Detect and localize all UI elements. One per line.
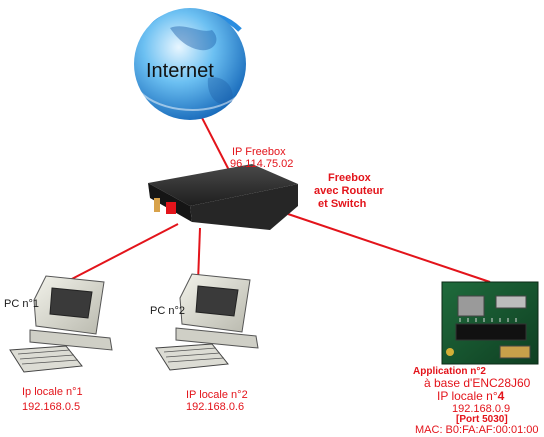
freebox-name-line2: avec Routeur xyxy=(314,185,384,197)
link-freebox-pc1 xyxy=(65,223,179,283)
freebox-router-icon xyxy=(148,164,298,230)
pc1-ip-value: 192.168.0.5 xyxy=(22,401,81,413)
internet-globe-icon xyxy=(134,8,246,120)
app2-ip-value: 192.168.0.9 xyxy=(452,403,511,415)
pc1-computer-icon xyxy=(9,275,113,373)
app2-ip-title: IP locale n°4 xyxy=(437,390,504,403)
pc2-name: PC n°2 xyxy=(150,305,185,317)
freebox-ip-value: 96.114.75.02 xyxy=(230,158,294,170)
pc2-ip-value: 192.168.0.6 xyxy=(186,401,245,413)
links xyxy=(65,109,491,283)
link-freebox-pc2 xyxy=(197,227,201,283)
internet-label: Internet xyxy=(146,60,214,82)
pc2-computer-icon xyxy=(155,273,259,371)
pc1-ip-title: Ip locale n°1 xyxy=(22,386,83,398)
app2-port: [Port 5030] xyxy=(456,414,508,425)
app2-base: à base d'ENC28J60 xyxy=(424,376,531,390)
freebox-ip-title: IP Freebox xyxy=(232,146,286,158)
app2-ip-title-num: 4 xyxy=(497,389,505,403)
enc28j60-board-icon xyxy=(441,281,539,365)
app2-title: Application n°2 xyxy=(413,366,486,377)
app2-mac: MAC: B0:FA:AF:00:01:00 xyxy=(415,424,539,436)
freebox-name-line1: Freebox xyxy=(328,172,371,184)
pc1-name: PC n°1 xyxy=(4,298,39,310)
link-freebox-app xyxy=(287,213,491,283)
freebox-name-line3: et Switch xyxy=(318,198,367,210)
link-internet-freebox xyxy=(197,109,233,177)
app2-ip-title-prefix: IP locale n° xyxy=(437,389,498,403)
pc2-ip-title: IP locale n°2 xyxy=(186,389,248,401)
